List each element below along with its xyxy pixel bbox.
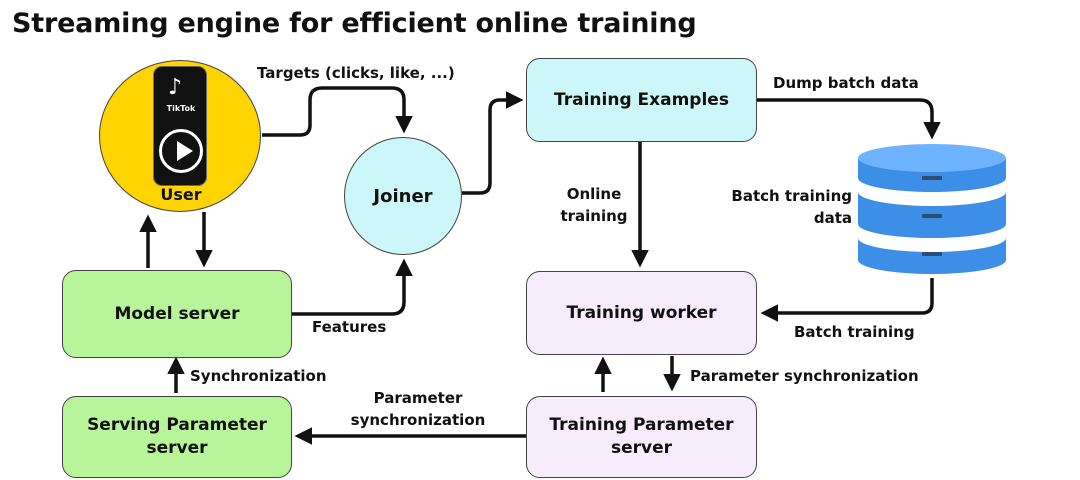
arrow-joiner-to-examples <box>462 91 524 195</box>
training-examples-box: Training Examples <box>526 58 757 142</box>
training-worker-label: Training worker <box>566 302 717 323</box>
dump-batch-data-label: Dump batch data <box>773 74 919 92</box>
diagram-title: Streaming engine for efficient online tr… <box>12 8 697 39</box>
training-parameter-server-box: Training Parameter server <box>526 396 757 478</box>
batch-training-data-label: Batch training data <box>731 187 852 227</box>
play-icon <box>159 129 203 173</box>
online-training-label: Online training <box>560 185 628 225</box>
synchronization-label: Synchronization <box>190 367 327 385</box>
serving-parameter-server-box: Serving Parameter server <box>62 396 292 478</box>
user-node: ♪ TikTok User <box>99 60 261 212</box>
features-label: Features <box>312 318 387 336</box>
tiktok-logo-icon: ♪ <box>168 75 183 100</box>
joiner-node: Joiner <box>344 137 462 255</box>
database-icon <box>858 144 1006 274</box>
tiktok-phone-icon: ♪ TikTok <box>153 66 207 186</box>
model-server-box: Model server <box>62 270 292 358</box>
arrow-examples-to-batchdata <box>757 98 941 140</box>
serving-parameter-server-label: Serving Parameter server <box>87 415 267 458</box>
parameter-sync-right-label: Parameter synchronization <box>690 367 919 385</box>
parameter-sync-bottom-label: Parameter synchronization <box>350 389 486 429</box>
training-examples-label: Training Examples <box>554 89 729 110</box>
phone-app-name: TikTok <box>166 104 196 113</box>
arrow-user-to-joiner <box>262 86 413 137</box>
arrow-modelserver-to-joiner <box>292 258 413 316</box>
arrow-batchdata-to-worker <box>760 278 934 322</box>
model-server-label: Model server <box>114 303 240 324</box>
joiner-label: Joiner <box>373 185 433 207</box>
user-label: User <box>160 185 202 204</box>
batch-training-label: Batch training <box>794 323 915 341</box>
training-parameter-server-label: Training Parameter server <box>549 415 734 458</box>
training-worker-box: Training worker <box>526 271 757 355</box>
targets-label: Targets (clicks, like, ...) <box>257 64 455 82</box>
